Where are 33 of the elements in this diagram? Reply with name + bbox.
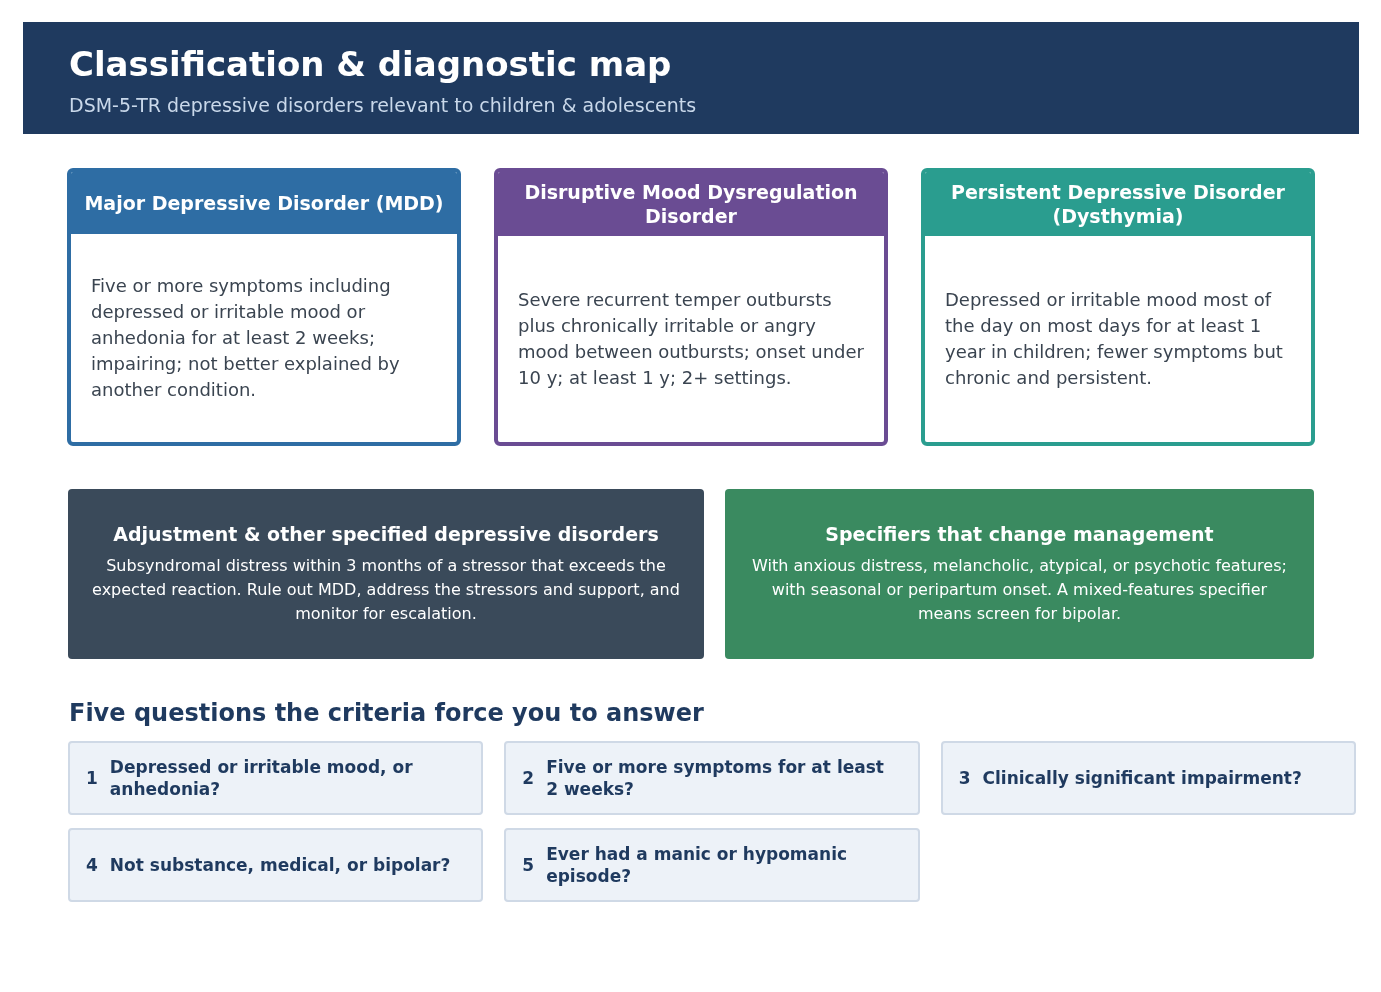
page-title: Classification & diagnostic map	[69, 44, 673, 84]
info-panel	[68, 489, 704, 659]
panel-description: With anxious distress, melancholic, atypical, or psychotic features; with seasonal or peripartum onset. A mixed-features specifier means screen for bipolar.	[751, 555, 1288, 625]
question-box	[940, 741, 1356, 815]
question-text: Depressed or irritable mood, or anhedonia?	[109, 756, 414, 800]
question-number: 4	[86, 854, 98, 876]
card-heading: Disruptive Mood Dysregulation Disorder	[498, 172, 884, 236]
panel-heading: Adjustment & other specified depressive disorders	[113, 522, 659, 546]
panel-heading: Specifiers that change management	[825, 522, 1214, 546]
card-description: Five or more symptoms including depressed or irritable mood or anhedonia for at least 2 weeks; impairing; not better explained by another condition.	[91, 274, 401, 402]
card-description: Depressed or irritable mood most of the day on most days for at least 1 year in children; fewer symptoms but chronic and persistent.	[945, 288, 1284, 390]
section-heading: Five questions the criteria force you to answer	[69, 698, 704, 729]
disorder-card	[921, 168, 1315, 446]
card-heading: Persistent Depressive Disorder (Dysthymia)	[925, 172, 1311, 236]
page-subtitle: DSM-5-TR depressive disorders relevant to children & adolescents	[69, 93, 698, 118]
card-heading: Major Depressive Disorder (MDD)	[71, 172, 457, 234]
question-box	[504, 828, 920, 902]
question-text: Not substance, medical, or bipolar?	[109, 854, 451, 876]
panel-description: Subsyndromal distress within 3 months of a stressor that exceeds the expected reaction. Rule out MDD, address the stressors and support, and monitor for escalation.	[92, 555, 680, 625]
question-number: 2	[522, 767, 535, 789]
question-number: 5	[522, 854, 535, 876]
question-box	[68, 828, 484, 902]
question-text: Ever had a manic or hypomanic episode?	[546, 843, 849, 887]
question-box	[504, 741, 920, 815]
disorder-card	[67, 168, 461, 446]
question-text: Clinically significant impairment?	[982, 767, 1302, 789]
question-number: 1	[86, 767, 98, 789]
question-text: Five or more symptoms for at least 2 weeks?	[546, 756, 885, 800]
question-box	[68, 741, 484, 815]
disorder-card	[494, 168, 888, 446]
info-panel	[725, 489, 1314, 659]
question-number: 3	[958, 767, 971, 789]
card-description: Severe recurrent temper outbursts plus chronically irritable or angry mood between outbursts; onset under 10 y; at least 1 y; 2+ settings.	[518, 288, 864, 390]
